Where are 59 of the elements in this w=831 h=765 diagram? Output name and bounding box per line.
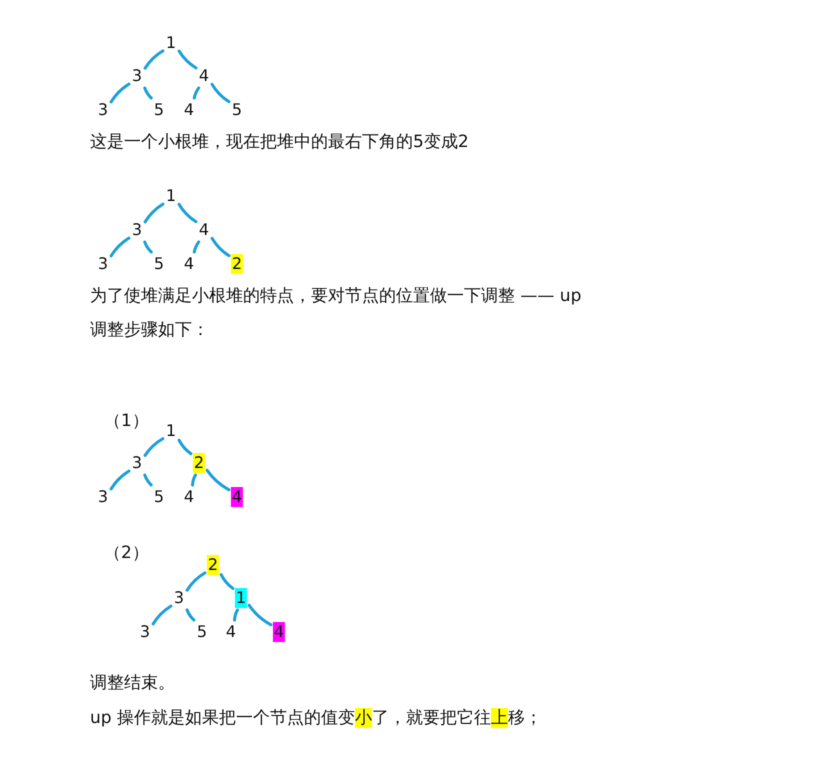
tree-branch xyxy=(144,437,164,457)
step-number: （1） xyxy=(104,410,149,432)
highlighted-node-value: 2 xyxy=(230,254,244,274)
highlighted-node-value: 1 xyxy=(234,588,248,608)
node-value: 3 xyxy=(138,622,152,642)
tree-branch xyxy=(110,236,130,258)
node-value: 3 xyxy=(130,66,144,86)
node-value: 3 xyxy=(96,487,110,507)
tree-branch xyxy=(206,468,230,492)
tree-branch xyxy=(186,608,196,622)
node-value: 3 xyxy=(130,453,144,473)
tree-branch xyxy=(144,202,164,224)
tree-branch xyxy=(143,474,153,486)
node-value: 5 xyxy=(196,622,208,642)
node-value: 4 xyxy=(182,487,196,507)
tree-branch xyxy=(144,49,164,70)
tree-branch xyxy=(220,573,234,590)
node-value: 4 xyxy=(198,66,210,86)
description-text: 为了使堆满足小根堆的特点，要对节点的位置做一下调整 —— up xyxy=(90,285,582,307)
node-value: 5 xyxy=(152,487,166,507)
highlighted-node-value: 4 xyxy=(230,487,244,507)
node-value: 3 xyxy=(172,588,186,608)
node-value: 5 xyxy=(152,254,166,274)
tree-branch xyxy=(192,86,200,100)
tree-branch xyxy=(210,82,230,104)
description-text: 调整结束。 xyxy=(90,672,175,694)
tree-branch xyxy=(191,474,197,486)
tree-branch xyxy=(178,438,192,456)
tree-branch xyxy=(143,86,153,100)
node-value: 3 xyxy=(96,254,110,274)
tree-branch xyxy=(186,571,206,592)
tree-branch xyxy=(110,82,130,104)
node-value: 1 xyxy=(164,33,178,53)
node-value: 3 xyxy=(130,220,144,240)
description-text: up 操作就是如果把一个节点的值变小了，就要把它往上移； xyxy=(90,707,542,729)
tree-branch xyxy=(178,202,198,224)
node-value: 4 xyxy=(182,100,196,120)
highlighted-node-value: 2 xyxy=(192,453,206,473)
tree-branch xyxy=(110,470,130,490)
node-value: 4 xyxy=(224,622,238,642)
tree-branch xyxy=(152,604,172,626)
node-value: 4 xyxy=(198,220,210,240)
tree-branch xyxy=(210,236,230,258)
highlighted-node-value: 4 xyxy=(272,622,286,642)
node-value: 1 xyxy=(164,186,178,206)
node-value: 5 xyxy=(230,100,244,120)
description-text: 这是一个小根堆，现在把堆中的最右下角的5变成2 xyxy=(90,131,469,153)
step-number: （2） xyxy=(104,542,149,564)
tree-branch xyxy=(143,240,153,254)
node-value: 5 xyxy=(152,100,166,120)
highlighted-node-value: 2 xyxy=(206,555,220,575)
tree-branch xyxy=(178,50,198,70)
tree-branch xyxy=(233,608,239,622)
node-value: 3 xyxy=(96,100,110,120)
tree-branch xyxy=(248,604,272,626)
node-value: 1 xyxy=(164,421,178,441)
tree-branch xyxy=(192,240,200,254)
node-value: 4 xyxy=(182,254,196,274)
description-text: 调整步骤如下： xyxy=(90,319,209,341)
